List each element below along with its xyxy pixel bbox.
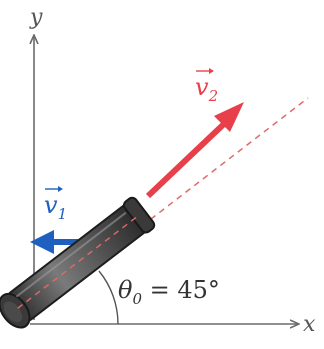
v2-label: v2 xyxy=(195,68,218,105)
angle-label: θ0 = 45° xyxy=(118,276,220,308)
y-axis-label: y xyxy=(29,5,43,30)
launch-tube xyxy=(0,196,156,329)
svg-text:v1: v1 xyxy=(44,191,67,223)
angle-arc xyxy=(98,270,119,325)
v2-vector-arrow xyxy=(145,102,244,199)
svg-text:v2: v2 xyxy=(195,73,218,105)
x-axis-label: x xyxy=(303,312,316,337)
v1-label: v1 xyxy=(44,186,67,223)
